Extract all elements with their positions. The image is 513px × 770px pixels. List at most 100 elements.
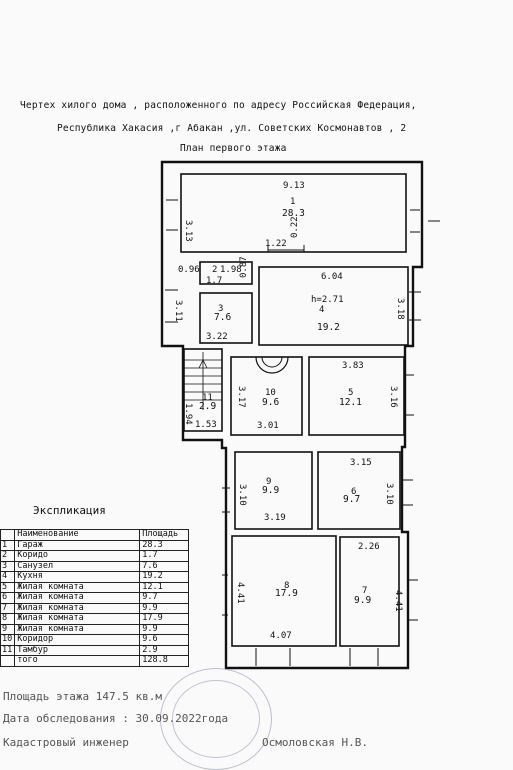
explication-cell-name: Коридор <box>14 634 141 646</box>
room-8-outline <box>231 535 337 647</box>
room10-num: 10 <box>265 388 276 398</box>
explication-cell-name: Гараж <box>14 539 141 551</box>
explication-cell-name: Санузел <box>14 560 141 572</box>
explication-total: 128.8 <box>139 655 190 667</box>
room-bath-outline <box>199 292 253 344</box>
explication-cell-name: Жилая комната <box>14 592 141 604</box>
title-line-2: Республика Хакасия ,г Абакан ,ул. Советс… <box>57 123 407 134</box>
bath-num: 3 <box>218 304 223 314</box>
corridor2-w1: 0.96 <box>178 265 200 275</box>
plan-title: План первого этажа <box>180 143 287 154</box>
door-height: 0.22 <box>290 216 300 238</box>
explication-cell-n: 2 <box>0 550 16 562</box>
explication-cell-n: 1 <box>0 539 16 551</box>
corridor2-num: 2 <box>212 265 217 275</box>
explication-cell-n: 4 <box>0 571 16 583</box>
explication-cell-area: 9.7 <box>139 592 190 604</box>
room5-area: 12.1 <box>339 397 362 408</box>
explication-header-row: Наименование Площадь <box>0 529 190 541</box>
explication-col-area: Площадь <box>139 529 190 541</box>
explication-cell-area: 7.6 <box>139 560 190 572</box>
explication-cell-area: 1.7 <box>139 550 190 562</box>
kitchen-area: 19.2 <box>317 322 340 333</box>
explication-col-name: Наименование <box>14 529 141 541</box>
outer-wall <box>160 160 424 670</box>
explication-cell-name: Жилая комната <box>14 623 141 635</box>
explication-cell-area: 12.1 <box>139 581 190 593</box>
room-6-outline <box>317 451 401 530</box>
room11-height: 1.94 <box>183 403 193 425</box>
survey-date: Дата обследования : 30.09.2022года <box>3 712 229 725</box>
garage-num: 1 <box>290 197 295 207</box>
explication-cell-name: Кухня <box>14 571 141 583</box>
room8-area: 17.9 <box>275 588 298 599</box>
room-kitchen-outline <box>258 266 409 346</box>
bath-area: 7.6 <box>214 312 231 323</box>
room9-area: 9.9 <box>262 485 279 496</box>
room6-area: 9.7 <box>343 494 360 505</box>
room6-num: 6 <box>351 487 356 497</box>
title-line-1: Чертех хилого дома , расположенного по а… <box>20 100 417 111</box>
explication-cell-area: 17.9 <box>139 613 190 625</box>
explication-cell-name: Жилая комната <box>14 602 141 614</box>
room10-height: 3.17 <box>236 386 246 408</box>
room7-num: 7 <box>362 586 367 596</box>
engineer-name: Осмоловская Н.В. <box>262 736 368 749</box>
kitchen-width: 6.04 <box>321 272 343 282</box>
kitchen-num: 4 <box>319 305 324 315</box>
room6-width: 3.15 <box>350 458 372 468</box>
room9-height: 3.10 <box>237 484 247 506</box>
room11-area: 2.9 <box>199 401 216 412</box>
explication-total-label: того <box>14 655 141 667</box>
explication-cell-n: 10 <box>0 634 16 646</box>
explication-cell-n: 6 <box>0 592 16 604</box>
garage-area: 28.3 <box>282 208 305 219</box>
room-corridor-2-outline <box>199 261 253 285</box>
door-width: 1.22 <box>265 239 287 249</box>
room8-height: 4.41 <box>235 582 245 604</box>
room-garage-outline <box>180 173 407 253</box>
explication-cell-area: 9.9 <box>139 602 190 614</box>
explication-cell-area: 28.3 <box>139 539 190 551</box>
corridor2-h: 0.87 <box>239 256 249 278</box>
room9-num: 9 <box>266 477 271 487</box>
garage-door <box>267 245 305 252</box>
windows <box>165 199 440 666</box>
room5-width: 3.83 <box>342 361 364 371</box>
arch-opening <box>255 356 289 374</box>
garage-height: 3.13 <box>183 220 193 242</box>
room5-num: 5 <box>348 388 353 398</box>
explication-cell-n: 11 <box>0 644 16 656</box>
explication-cell-name: Тамбур <box>14 644 141 656</box>
explication-cell-name: Жилая комната <box>14 613 141 625</box>
bath-height: 3.11 <box>173 300 183 322</box>
explication-cell-n: 7 <box>0 602 16 614</box>
corridor2-w2: 1.98 <box>220 265 242 275</box>
engineer-label: Кадастровый инженер <box>3 736 129 749</box>
room10-width: 3.01 <box>257 421 279 431</box>
room-7-outline <box>339 536 400 647</box>
explication-cell-area: 9.9 <box>139 623 190 635</box>
room-10-outline <box>230 356 303 436</box>
explication-cell-n: 9 <box>0 623 16 635</box>
explication-cell-n: 3 <box>0 560 16 572</box>
room10-area: 9.6 <box>262 397 279 408</box>
bath-width: 3.22 <box>206 332 228 342</box>
explication-cell-name: Жилая комната <box>14 581 141 593</box>
kitchen-ceiling: h=2.71 <box>311 295 344 305</box>
kitchen-height: 3.18 <box>395 298 405 320</box>
room6-height: 3.10 <box>384 483 394 505</box>
explication-cell-area: 2.9 <box>139 644 190 656</box>
explication-title: Экспликация <box>33 504 106 517</box>
seal-stamp-inner <box>172 680 260 758</box>
explication-cell-name: Коридо <box>14 550 141 562</box>
